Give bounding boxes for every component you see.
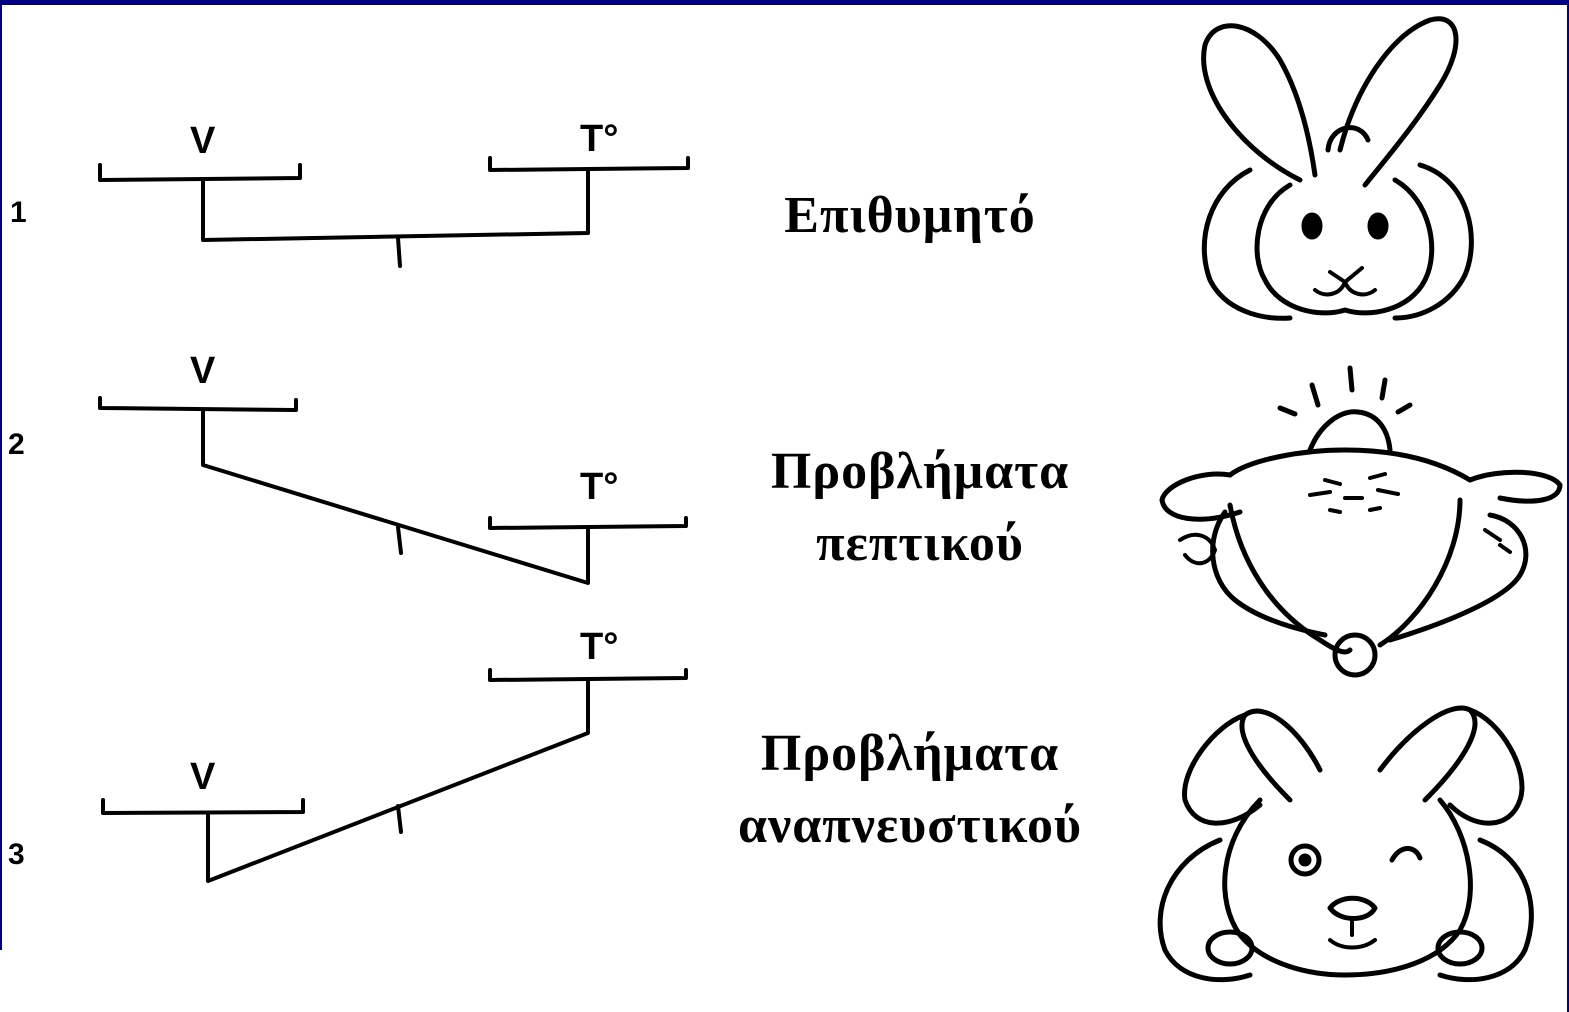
balance-diagram-1 — [98, 156, 690, 268]
balance-diagram-3 — [101, 668, 688, 883]
t-label-row-1: T° — [580, 118, 619, 160]
v-label-row-3: V — [190, 756, 216, 798]
frame-left-border — [0, 0, 2, 950]
row-number-2: 2 — [8, 428, 25, 461]
rabbit-belly-up-icon — [1159, 365, 1563, 678]
caption-row-1: Επιθυμητό — [700, 180, 1120, 252]
frame-right-border — [1567, 0, 1569, 1012]
caption-row-2-line-1: Προβλήματα — [770, 443, 1070, 500]
t-label-row-3: T° — [580, 626, 619, 668]
frame-top-border — [0, 0, 1569, 5]
rabbit-upright-icon — [1201, 16, 1474, 321]
balance-diagram-2 — [98, 396, 688, 585]
caption-row-3-line-1: Προβλήματα — [760, 725, 1060, 782]
caption-row-2-line-2: πεπτικού — [816, 515, 1024, 572]
caption-row-2: Προβλήματα πεπτικού — [700, 436, 1140, 580]
caption-row-1-line-1: Επιθυμητό — [784, 187, 1036, 244]
row-number-3: 3 — [8, 838, 25, 871]
caption-row-3: Προβλήματα αναπνευστικού — [680, 718, 1140, 862]
t-label-row-2: T° — [580, 466, 619, 508]
row-number-1: 1 — [10, 196, 27, 229]
caption-row-3-line-2: αναπνευστικού — [738, 797, 1082, 854]
rabbit-droopy-ears-icon — [1157, 705, 1534, 983]
v-label-row-2: V — [190, 350, 216, 392]
v-label-row-1: V — [190, 120, 216, 162]
